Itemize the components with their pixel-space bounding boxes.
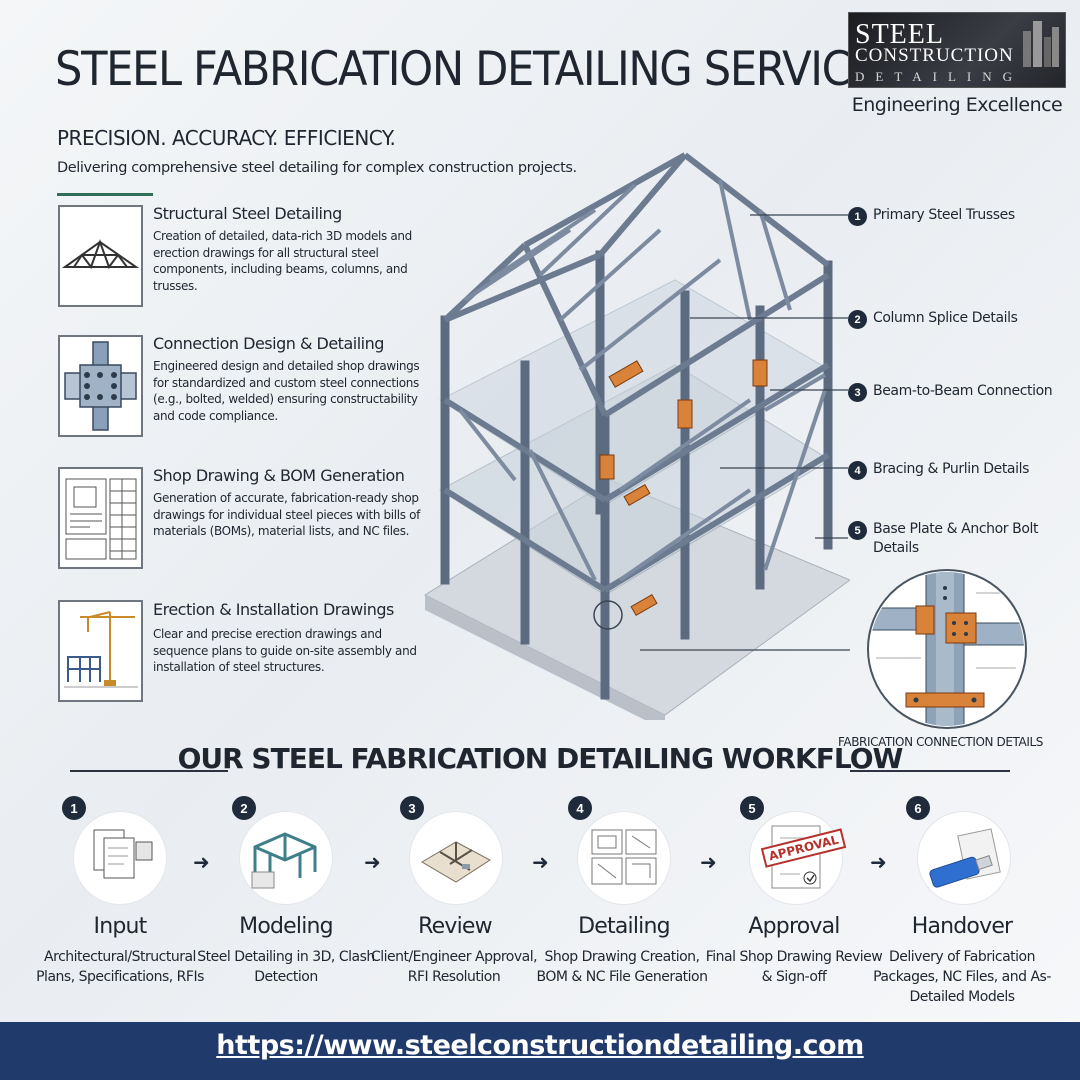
arrow-right-icon: ➜ [532,852,549,874]
arrow-right-icon: ➜ [193,852,210,874]
step-title: Detailing [578,914,670,939]
logo-line-2: CONSTRUCTION [855,45,1014,66]
logo-line-1: STEEL [855,19,944,50]
company-logo: STEEL CONSTRUCTION DETAILING [848,12,1066,88]
arrow-right-icon: ➜ [700,852,717,874]
callout-number: 4 [848,461,867,480]
skyline-icon [1023,21,1059,67]
page-title: STEEL FABRICATION DETAILING SERVICES [55,42,904,97]
callout-number: 3 [848,383,867,402]
truss-icon [58,205,143,307]
connection-plate-icon [58,335,143,437]
workflow-rule-left [70,770,228,772]
step-number: 3 [400,796,424,820]
detail-caption: FABRICATION CONNECTION DETAILS [838,735,1043,749]
step-title: Approval [748,914,840,939]
service-description: Clear and precise erection drawings and … [153,627,417,674]
callout-column-splice: 2 Column Splice Details [848,309,1063,329]
arrow-right-icon: ➜ [364,852,381,874]
crane-icon [58,600,143,702]
callout-primary-trusses: 1 Primary Steel Trusses [848,206,1063,226]
logo-line-3: DETAILING [855,69,1023,84]
steel-frame-illustration [423,152,850,720]
callout-base-plate: 5 Base Plate & Anchor Bolt Details [848,520,1063,558]
service-title: Connection Design & Detailing [153,334,384,353]
step-title: Input [93,914,148,939]
callout-label: Bracing & Purlin Details [873,461,1029,477]
step-title: Review [418,914,493,939]
step-description: Steel Detailing in 3D, Clash Detection [197,949,375,985]
3d-model-icon [240,812,332,904]
step-number: 5 [740,796,764,820]
drawings-icon [578,812,670,904]
callout-beam-to-beam: 3 Beam-to-Beam Connection [848,382,1063,402]
accent-divider [57,193,153,196]
documents-icon [74,812,166,904]
service-title: Structural Steel Detailing [153,204,342,223]
callout-number: 1 [848,207,867,226]
arrow-right-icon: ➜ [870,852,887,874]
step-description: Delivery of Fabrication Packages, NC Fil… [873,949,1051,1005]
floor-plan-icon [410,812,502,904]
usb-drive-icon [918,812,1010,904]
service-title: Shop Drawing & BOM Generation [153,466,405,485]
step-number: 6 [906,796,930,820]
service-description: Generation of accurate, fabrication-read… [153,491,420,538]
step-number: 2 [232,796,256,820]
callout-leader-lines [640,214,850,651]
step-description: Client/Engineer Approval, RFI Resolution [370,949,538,985]
step-title: Modeling [239,914,333,939]
logo-tagline: Engineering Excellence [851,94,1063,116]
footer-bar: https://www.steelconstructiondetailing.c… [0,1022,1080,1080]
shop-drawing-icon [58,467,143,569]
service-title: Erection & Installation Drawings [153,600,394,619]
section-subtagline: Delivering comprehensive steel detailing… [57,160,577,176]
callout-number: 2 [848,310,867,329]
callout-label: Beam-to-Beam Connection [873,383,1053,399]
step-description: Architectural/Structural Plans, Specific… [36,949,204,985]
step-number: 4 [568,796,592,820]
callout-number: 5 [848,521,867,540]
section-tagline: PRECISION. ACCURACY. EFFICIENCY. [57,126,396,150]
service-description: Engineered design and detailed shop draw… [153,359,420,423]
callout-label: Column Splice Details [873,310,1018,326]
step-title: Handover [911,914,1013,939]
website-link[interactable]: https://www.steelconstructiondetailing.c… [216,1030,864,1061]
callout-label: Primary Steel Trusses [873,207,1015,223]
step-description: Shop Drawing Creation, BOM & NC File Gen… [536,949,708,985]
callout-label: Base Plate & Anchor Bolt Details [873,521,1039,556]
workflow-rule-right [850,770,1010,772]
callout-bracing-purlin: 4 Bracing & Purlin Details [848,460,1063,480]
connection-detail-magnifier [867,569,1027,729]
step-description: Final Shop Drawing Review & Sign-off [705,949,883,985]
step-number: 1 [62,796,86,820]
service-description: Creation of detailed, data-rich 3D model… [153,229,412,293]
workflow-title: OUR STEEL FABRICATION DETAILING WORKFLOW [177,742,904,775]
